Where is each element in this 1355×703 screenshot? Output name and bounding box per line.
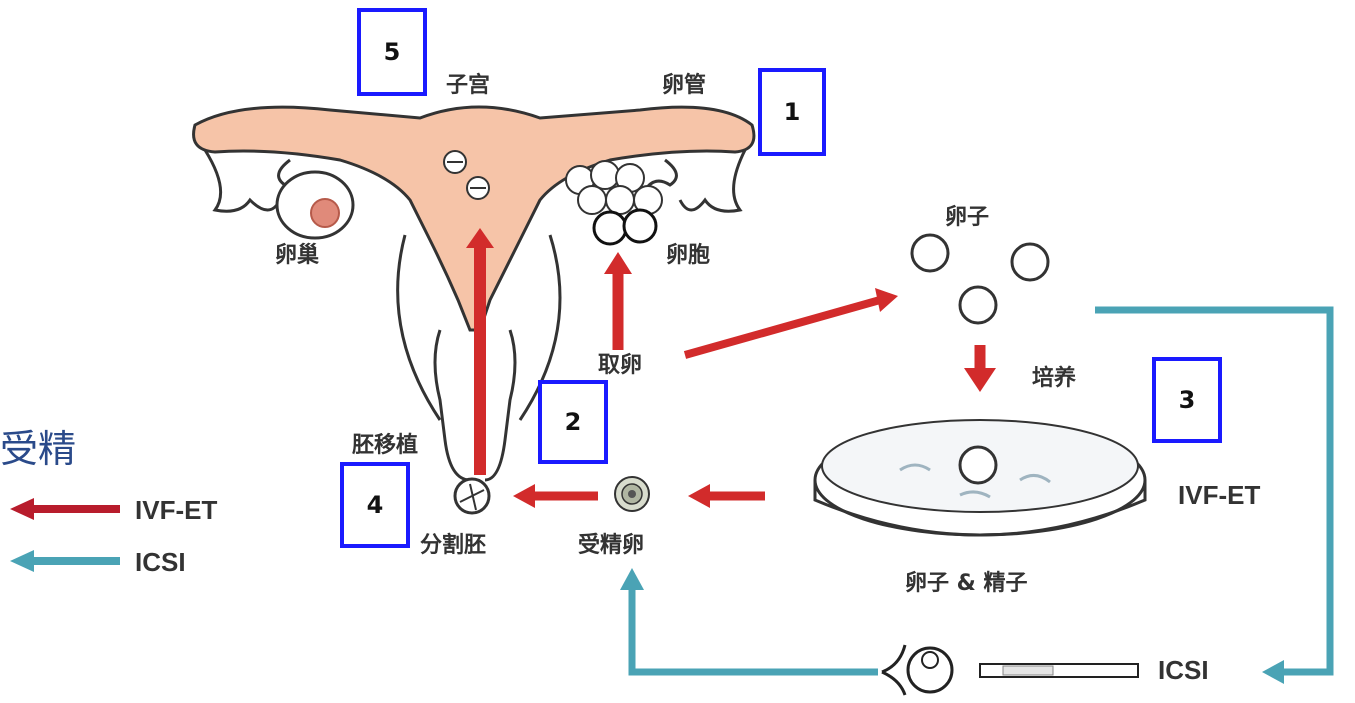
egg-sperm-label: 卵子 & 精子: [905, 570, 1028, 596]
number-box-2: 2: [538, 380, 608, 464]
follicle-cluster: [566, 161, 662, 244]
side-title: 受精: [0, 418, 76, 473]
legend-ivf-et-label: IVF-ET: [135, 495, 217, 526]
cleavage-embryo-icon: [455, 479, 489, 513]
fertilized-egg-label: 受精卵: [578, 532, 644, 558]
cleavage-embryo-label: 分割胚: [420, 532, 486, 558]
ovary-label: 卵巢: [275, 242, 319, 268]
ivf-et-dish-label: IVF-ET: [1178, 480, 1260, 511]
culture-label: 培养: [1032, 365, 1076, 391]
oviduct-label: 卵管: [662, 72, 706, 98]
uterus-illustration: [194, 107, 754, 480]
petri-dish: [815, 420, 1145, 535]
number-box-3: 3: [1152, 357, 1222, 443]
embryo-transfer-label: 胚移植: [352, 432, 418, 458]
fertilized-egg-icon: [615, 477, 649, 511]
eggs-illustration: [912, 235, 1048, 323]
follicle-label: 卵胞: [666, 242, 710, 268]
uterus-label: 子宫: [446, 72, 490, 98]
ovary-illustration: [277, 172, 353, 238]
number-box-4: 4: [340, 462, 410, 548]
eggs-label: 卵子: [945, 205, 989, 230]
icsi-needle-illustration: [882, 645, 1138, 695]
number-box-5: 5: [357, 8, 427, 96]
icsi-needle-label: ICSI: [1158, 655, 1209, 686]
number-box-1: 1: [758, 68, 826, 156]
legend-icsi-label: ICSI: [135, 547, 186, 578]
legend-arrows: [10, 498, 120, 572]
egg-retrieval-label: 取卵: [598, 353, 642, 378]
